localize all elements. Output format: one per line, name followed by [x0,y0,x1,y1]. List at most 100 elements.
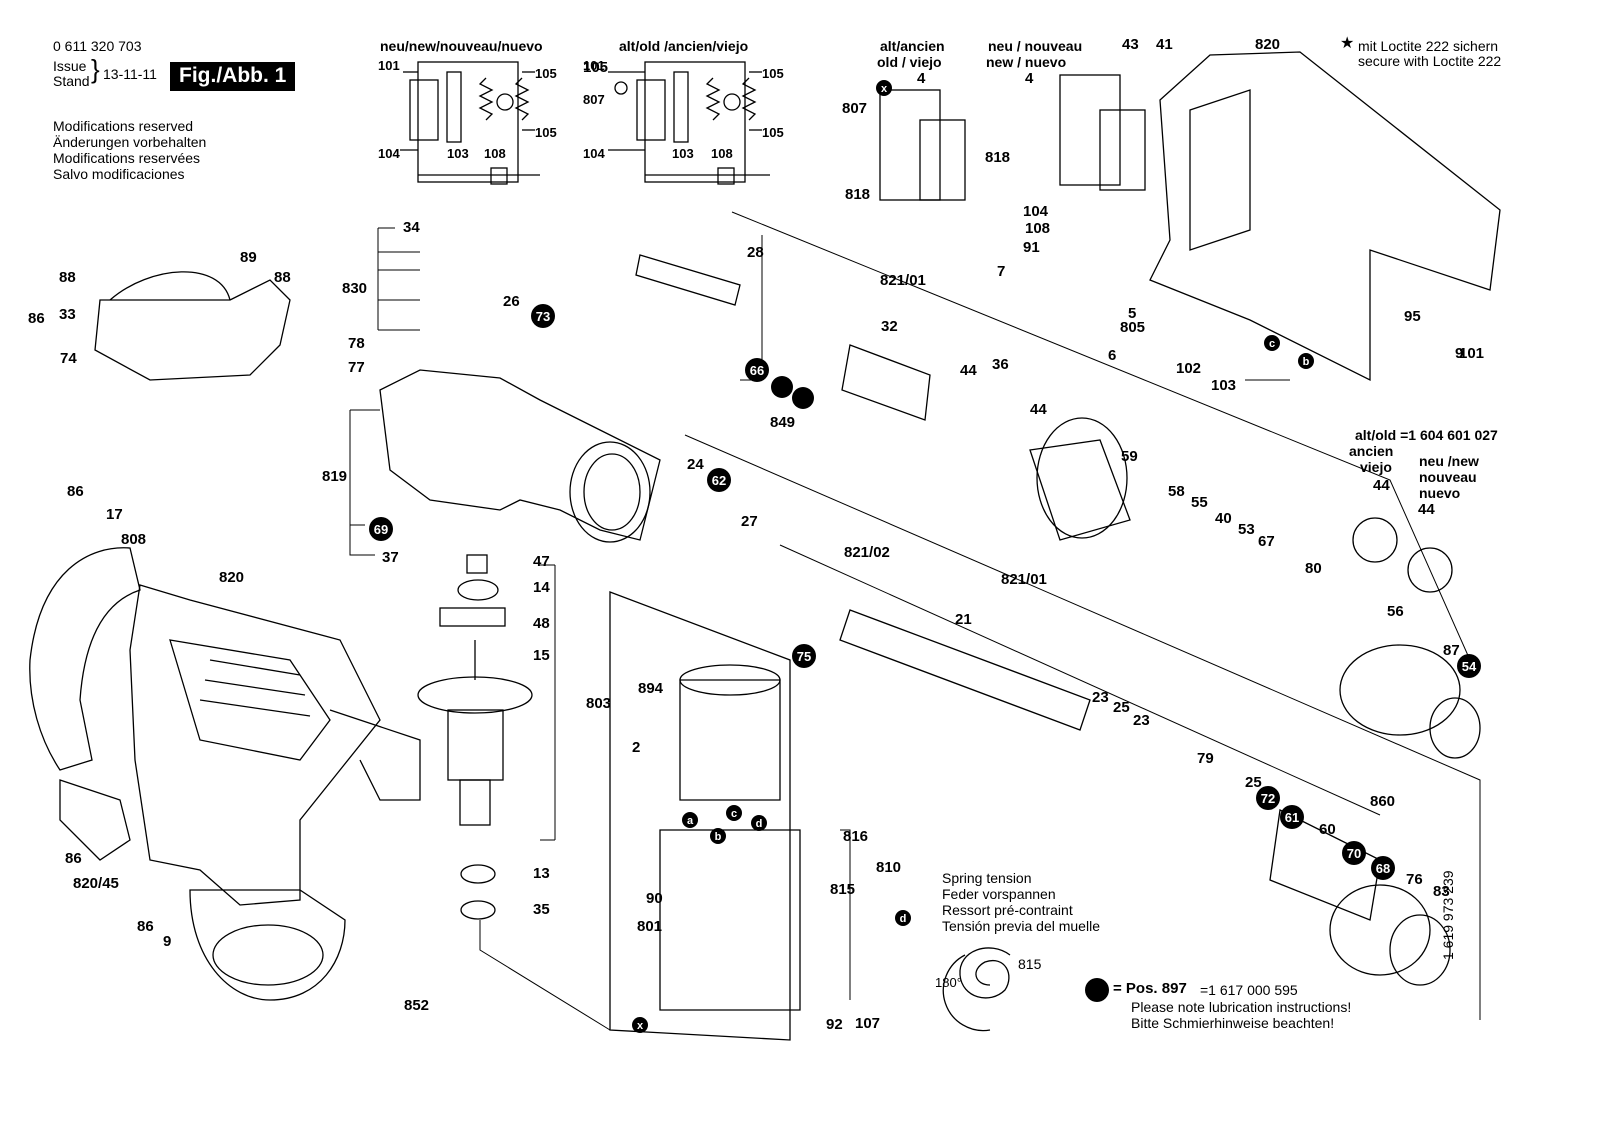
stand-label: Stand [53,73,90,89]
lubrication-marker-circle [531,304,555,328]
wiring-new-label: 103 [447,146,469,161]
spring-angle: 180° [935,975,962,990]
ring-old-sub-1: ancien [1349,443,1394,459]
part-number-label: 86 [65,850,82,867]
part-number-label: 818 [845,186,870,203]
part-number-label: 103 [1211,377,1236,394]
part-number-label: 27 [741,513,758,530]
switch-old-title-1: alt/ancien [880,38,945,54]
part-number-label: 76 [1406,871,1423,888]
part-number-label: 35 [533,901,550,918]
part-number-label: 101 [1459,345,1484,362]
part-number-label: 37 [382,549,399,566]
part-number-label: 32 [881,318,898,335]
lubrication-pos: = Pos. 897 [1113,980,1187,997]
part-number-label: 92 [826,1016,843,1033]
part-number-label: 14 [533,579,550,596]
part-number-label: 74 [60,350,77,367]
part-number-label: 810 [876,859,901,876]
part-number-label: 816 [843,828,868,845]
wiring-new-label: 105 [535,66,557,81]
part-number-label: 821/01 [1001,571,1047,588]
wire-marker-label: d [756,818,763,830]
wiring-new-title: neu/new/nouveau/nuevo [380,38,543,54]
part-number-label: 53 [1238,521,1255,538]
part-number-label: 821/01 [880,272,926,289]
wire-marker-circle [751,815,767,831]
part-number-label: 28 [747,244,764,261]
part-number-label: 83 [1433,883,1450,900]
part-number-label: 107 [855,1015,880,1032]
main-housing-drawing [29,547,421,1001]
part-number-label: 104 [1023,203,1049,220]
lubrication-marker-label: 69 [374,522,388,537]
wiring-new-label: 101 [378,58,400,73]
part-number-label: 15 [533,647,550,664]
lubrication-marker-label: 62 [712,473,726,488]
wiring-new-label: 108 [484,146,506,161]
part-number-label: 33 [59,306,76,323]
part-number-label: 48 [533,615,550,632]
ring-new-part: 44 [1418,501,1435,518]
part-number-label: 86 [67,483,84,500]
lubrication-marker-label: 75 [797,649,811,664]
spring-note-en: Spring tension [942,870,1032,886]
lubrication-marker-label: 54 [1462,659,1477,674]
modifications-es: Salvo modificaciones [53,166,185,182]
lubrication-marker-circle [707,468,731,492]
spring-tension-spiral [942,947,1011,1032]
leader-lines [349,211,1481,1031]
part-number-label: 17 [106,506,123,523]
part-number-label: 34 [403,219,420,236]
part-number-label: 25 [1113,699,1130,716]
part-number-label: 55 [1191,494,1208,511]
wiring-old-label: 807 [583,92,605,107]
wiring-diagram-old [608,61,770,185]
lubrication-note-de: Bitte Schmierhinweise beachten! [1131,1015,1335,1031]
lubrication-marker-circle [1457,654,1481,678]
part-number-label: 805 [1120,319,1145,336]
wire-marker-label: b [715,831,722,843]
part-number-label: 90 [646,890,663,907]
part-number-label: 26 [503,293,520,310]
lubrication-marker-label: 70 [1347,846,1361,861]
wiring-old-label: 103 [672,146,694,161]
part-number-label: 77 [348,359,365,376]
wiring-old-label: 105 [762,66,784,81]
lubrication-marker-circle [1256,786,1280,810]
switch-old-title-2: old / viejo [877,54,942,70]
gear-housing-drawing [94,271,661,543]
lubrication-marker-circle [1280,805,1304,829]
switch-new-part: 4 [1025,70,1034,87]
part-number-label: 47 [533,553,550,570]
wire-marker-circle [895,910,911,926]
part-number-label: 108 [1025,220,1050,237]
lubrication-marker-circle [1371,856,1395,880]
lubrication-marker-label: 66 [750,363,764,378]
armature-drawing [417,554,533,920]
switch-old-part: 4 [917,70,926,87]
lubrication-marker-label: 72 [1261,791,1275,806]
lubrication-number: =1 617 000 595 [1200,982,1298,998]
part-number-label: 808 [121,531,146,548]
wire-marker-circle [632,1017,648,1033]
rear-housing-drawing [879,51,1501,382]
part-number-label: 820/45 [73,875,119,892]
wire-marker-circle [1298,353,1314,369]
wire-marker-label: a [687,815,694,827]
ring-new-label-3: nuevo [1419,485,1461,501]
part-number-label: 9 [1455,345,1463,362]
lubrication-marker-circle [1342,841,1366,865]
loctite-star-icon: ★ [1340,35,1355,52]
part-number-label: 807 [842,100,867,117]
issue-brace: } [91,54,100,84]
wire-marker-label: c [1269,338,1275,350]
part-number-label: 815 [830,881,855,898]
lubrication-marker-label: 61 [1285,810,1299,825]
part-number-label: 86 [28,310,45,327]
part-number-label: 89 [240,249,257,266]
